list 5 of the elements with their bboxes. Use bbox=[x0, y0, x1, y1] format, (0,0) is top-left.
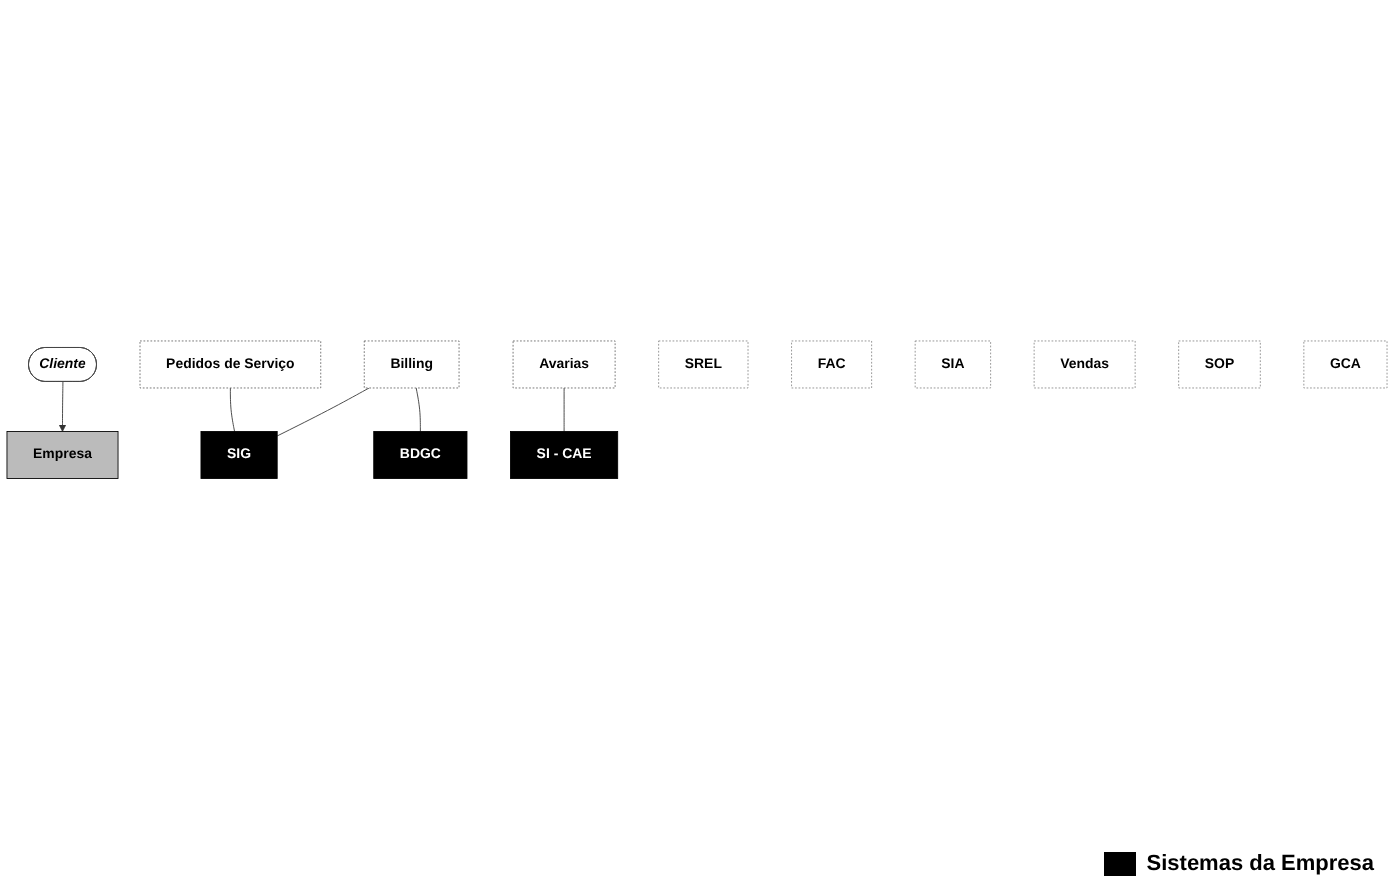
connector bbox=[563, 387, 565, 433]
connector bbox=[276, 387, 370, 437]
connector bbox=[415, 387, 421, 433]
connector bbox=[229, 387, 235, 433]
legend-label: Sistemas da Empresa bbox=[1146, 852, 1374, 876]
